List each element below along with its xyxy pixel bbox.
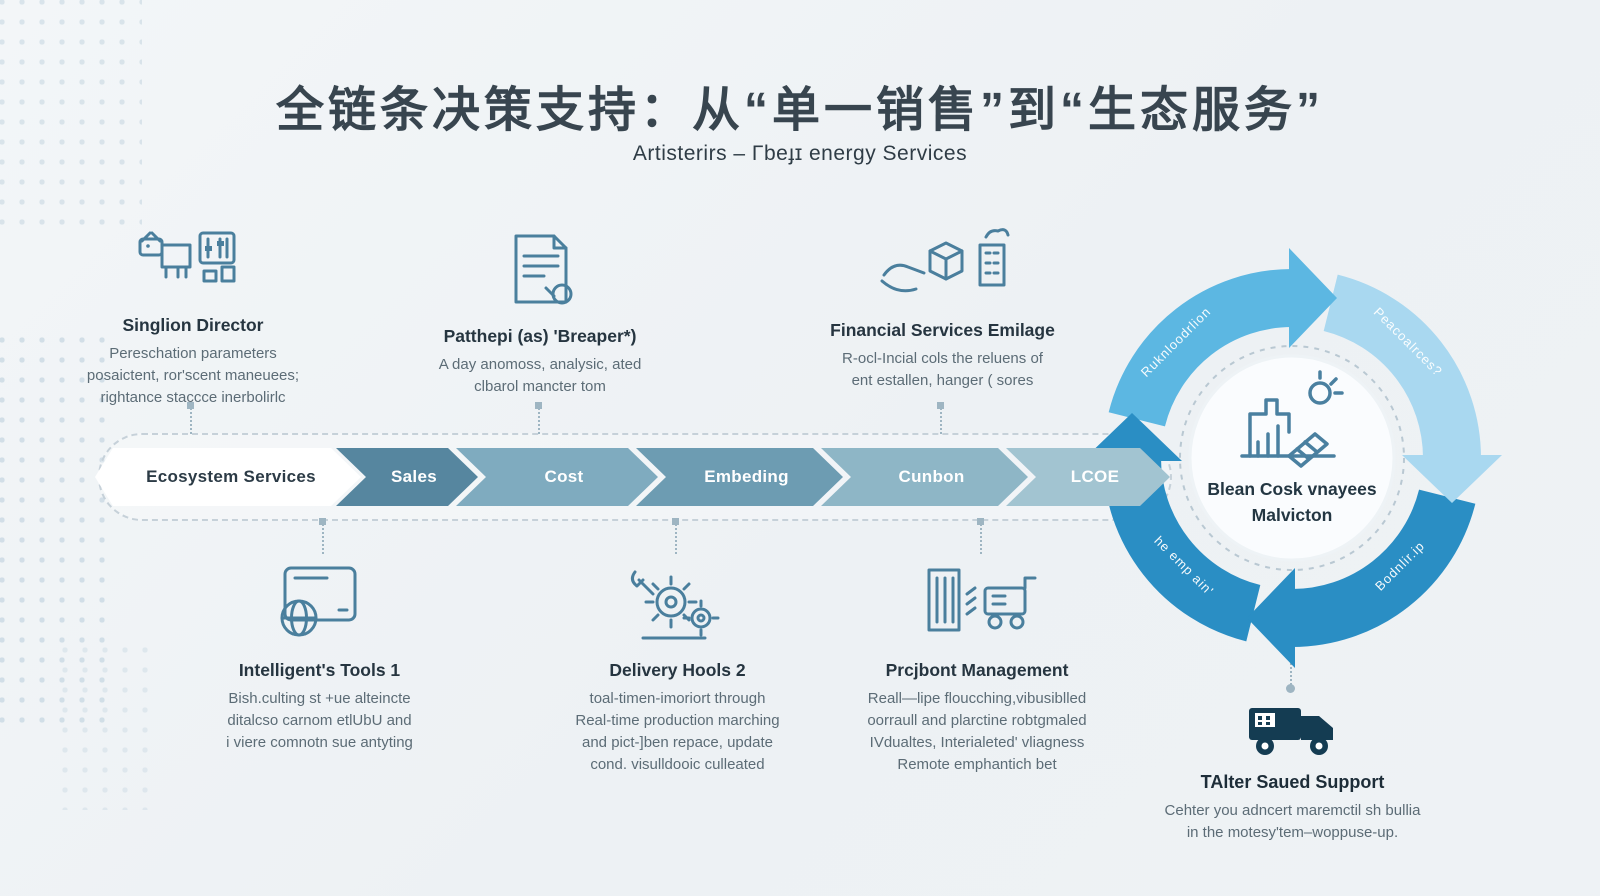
connector-node: [1286, 684, 1295, 693]
tablet-globe-icon: [255, 556, 385, 652]
connector-line: [538, 408, 540, 434]
feature-title: Delivery Hools 2: [609, 660, 746, 680]
feature-after-sales-support: TAlter Saued Support Cehter you adncert …: [1125, 692, 1460, 844]
feature-patthepi-breaper: Patthepi (as) 'Breaper*) A day anomoss, …: [385, 226, 695, 398]
feature-desc-line: i viere comnotn sue antyting: [226, 734, 413, 751]
feature-desc-line: toal-timen-imoriort through: [589, 690, 766, 707]
feature-delivery-tools: Delivery Hools 2 toal-timen-imoriort thr…: [500, 556, 855, 776]
page-title: 全链条决策支持：从“单一销售”到“生态服务”: [275, 84, 1324, 137]
cycle-dashed-ring: [1179, 345, 1405, 571]
feature-desc-line: cond. visulldooic culleated: [590, 756, 765, 773]
feature-description: A day anomoss, analysic, ated clbarol ma…: [439, 354, 642, 398]
connector-node: [319, 518, 326, 525]
cycle-arc-bottom-right: [1291, 488, 1476, 647]
flow-step-ecosystem-services: Ecosystem Services: [95, 448, 361, 506]
cycle-arrowhead-bottom: [1247, 568, 1295, 668]
feature-intelligent-tools: Intelligent's Tools 1 Bish.culting st +u…: [152, 556, 487, 754]
feature-title: Intelligent's Tools 1: [238, 660, 401, 680]
feature-desc-line: ditalcso carnom etlUbU and: [227, 712, 412, 729]
connector-node: [937, 402, 944, 409]
feature-desc-line: clbarol mancter tom: [474, 378, 606, 395]
feature-desc-line: Cehter you adncert maremctil sh bullia: [1164, 802, 1421, 819]
feature-description: Bish.culting st +ue alteincte ditalcso c…: [226, 688, 413, 754]
feature-desc-line: Bish.culting st +ue alteincte: [228, 690, 411, 707]
feature-desc-line: Pereschation parameters: [109, 345, 277, 362]
feature-desc-line: Real-time production marching: [575, 712, 780, 729]
feature-title: Financial Services Emilage: [830, 320, 1055, 340]
feature-desc-line: IVdualtes, Interialeted' vliagness: [869, 734, 1085, 751]
feature-desc-line: ent estallen, hanger ( sores: [851, 372, 1034, 389]
flow-step-cunbon: Cunbon: [821, 448, 1028, 506]
flow-step-embeding: Embeding: [636, 448, 843, 506]
connector-node: [672, 518, 679, 525]
connector-line: [1290, 652, 1292, 692]
feature-description: Pereschation parameters posaictent, ror'…: [87, 343, 299, 409]
feature-title: TAlter Saued Support: [1200, 772, 1385, 792]
feature-desc-line: posaictent, ror'scent maneuees;: [86, 367, 300, 384]
page-subtitle: Artisterirs – Γbeɟɪ energy Services: [632, 142, 968, 165]
feature-singlion-director: Singlion Director Pereschation parameter…: [28, 215, 358, 409]
connector-line: [940, 408, 942, 434]
flow-step-cost: Cost: [456, 448, 658, 506]
report-document-icon: [490, 226, 590, 318]
feature-desc-line: and pict-]ben repace, update: [582, 734, 773, 751]
feature-desc-line: Remote emphantich bet: [897, 756, 1057, 773]
dot-pattern-bottom-left: [55, 640, 150, 810]
feature-description: Reall—lipe floucching,vibusiblled oorrau…: [867, 688, 1086, 776]
feature-description: Cehter you adncert maremctil sh bullia i…: [1165, 800, 1421, 844]
cycle-arrowhead-top: [1289, 248, 1337, 348]
connector-line: [675, 524, 677, 554]
feature-description: R-ocl-Incial cols the reluens of ent est…: [842, 348, 1043, 392]
connector-node: [977, 518, 984, 525]
financial-service-icon: [868, 220, 1018, 312]
cycle-center-line2: Malvicton: [1252, 505, 1333, 525]
connector-line: [980, 524, 982, 554]
connector-line: [190, 408, 192, 434]
cycle-center-line1: Blean Cosk vnayees: [1207, 479, 1377, 499]
cycle-arc-top-left: [1108, 269, 1293, 428]
feature-description: toal-timen-imoriort through Real-time pr…: [575, 688, 779, 776]
logistics-machine-icon: [907, 556, 1047, 652]
feature-title: Patthepi (as) 'Breaper*): [443, 326, 637, 346]
cycle-arc-top-right: [1322, 274, 1481, 459]
flow-step-lcoe: LCOE: [1006, 448, 1170, 506]
cycle-arrowhead-right: [1402, 455, 1502, 503]
feature-desc-line: in the motesy'tem–woppuse-up.: [1186, 824, 1399, 841]
feature-desc-line: A day anomoss, analysic, ated: [438, 356, 642, 373]
gears-machine-icon: [613, 556, 743, 652]
feature-financial-services: Financial Services Emilage R-ocl-Incial …: [775, 220, 1110, 392]
feature-desc-line: Reall—lipe floucching,vibusiblled: [867, 690, 1087, 707]
feature-project-management: Prcjbont Management Reall—lipe floucchin…: [812, 556, 1142, 776]
feature-desc-line: oorraull and plarctine robtgmaled: [867, 712, 1087, 729]
feature-desc-line: R-ocl-Incial cols the reluens of: [842, 350, 1043, 367]
connector-node: [187, 402, 194, 409]
feature-desc-line: rightance staccce inerbolirlc: [100, 389, 286, 406]
connector-node: [535, 402, 542, 409]
feature-title: Prcjbont Management: [885, 660, 1069, 680]
connector-line: [322, 524, 324, 554]
feature-title: Singlion Director: [122, 315, 264, 335]
delivery-truck-icon: [1245, 692, 1341, 764]
clean-energy-plant-icon: [1240, 370, 1344, 468]
livestock-panel-icon: [128, 215, 258, 307]
